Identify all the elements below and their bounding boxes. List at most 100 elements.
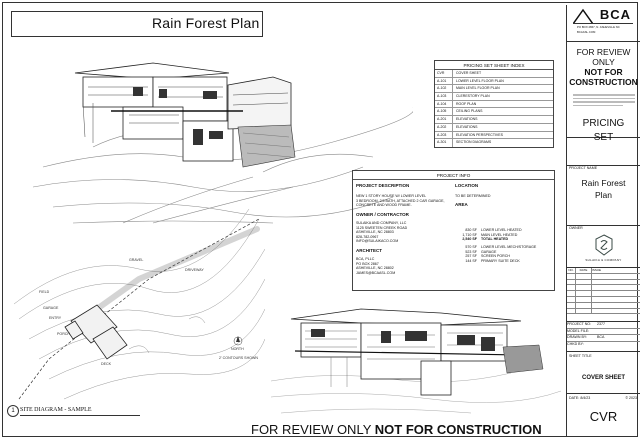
perspective-rendering-bottom: [271, 308, 561, 414]
review-line: CONSTRUCTION: [569, 77, 638, 87]
set-line: SET: [593, 132, 614, 143]
project-name-label: PROJECT NAME: [569, 166, 598, 170]
index-code: A-103: [435, 93, 453, 100]
index-name: MAIN LEVEL FLOOR PLAN: [456, 86, 500, 91]
review-line: NOT FOR: [584, 67, 623, 77]
owner-line: SULAIKA AND COMPANY, LLC: [356, 221, 407, 225]
area-label: LOWER LEVEL HEATED: [481, 228, 522, 232]
sheet-number: CVR: [589, 409, 618, 424]
perspective-rendering-top: [33, 62, 413, 224]
revision-row: [567, 279, 640, 286]
area-sf: 523 SF: [465, 249, 477, 254]
area-sf: 144 SF: [465, 258, 477, 263]
meta-label: CHKD BY:: [567, 341, 584, 346]
site-label: DRIVEWAY: [185, 268, 204, 272]
project-name-section: PROJECT NAME Rain Forest Plan: [567, 166, 640, 226]
sheet-title: Rain Forest Plan: [152, 15, 260, 31]
area-label: TOTAL HEATED: [481, 237, 509, 241]
meta-value: [597, 342, 640, 349]
revision-row: [567, 302, 640, 309]
index-code: A-301: [435, 139, 453, 147]
revision-header: NO. DATE ISSUE: [567, 268, 640, 274]
owner-section: OWNER SULAIKA & COMPANY: [567, 226, 640, 268]
index-code: A-104: [435, 100, 453, 108]
area-label: GARAGE: [481, 249, 497, 254]
sheet-index-title: PRICING SET SHEET INDEX: [435, 61, 553, 70]
diagram-underline: [20, 415, 140, 416]
meta-row: CHKD BY:: [567, 342, 640, 349]
logo-mark-icon: [573, 8, 593, 24]
area-sf: 570 SF: [465, 245, 477, 249]
owner-line: 828-782-0967: [356, 234, 379, 239]
sheet-title-label: SHEET TITLE: [569, 354, 592, 358]
review-line: FOR REVIEW: [576, 47, 631, 57]
logo-rule: [573, 23, 633, 24]
owner-logo-icon: [595, 234, 613, 256]
area-heading: AREA: [455, 202, 468, 207]
project-info-title: PROJECT INFO: [353, 171, 554, 180]
area-label: MAIN LEVEL HEATED: [481, 232, 518, 237]
project-description-heading: PROJECT DESCRIPTION: [356, 183, 410, 188]
index-name: CLERESTORY PLAN: [456, 94, 490, 99]
meta-label: PROJECT NO:: [567, 322, 592, 326]
area-label: SCREEN PORCH: [481, 254, 510, 258]
owner-line: ASHEVILLE, NC 28803: [356, 230, 394, 234]
project-info-box: PROJECT INFO PROJECT DESCRIPTION NEW 1 S…: [352, 170, 555, 291]
index-code: A-105: [435, 108, 453, 116]
index-name: COVER SHEET: [456, 71, 482, 75]
index-name: ELEVATIONS: [456, 117, 478, 122]
location-value: TO BE DETERMINED: [455, 194, 491, 198]
site-label: DECK: [101, 362, 112, 366]
index-code: A-201: [435, 116, 453, 123]
meta-value: BCA: [597, 335, 605, 339]
meta-label: MODEL FILE:: [567, 328, 590, 333]
area-sf: 257 SF: [465, 254, 477, 258]
project-description-line: 3 BEDROOM, 2.5 BATH, ATTACHED 2 CAR GARA…: [356, 198, 445, 203]
revision-row: [567, 308, 640, 315]
review-fine-print: [573, 94, 635, 108]
area-label: LOWER LEVEL MECH/STORAGE: [481, 245, 537, 249]
architect-line: JAMES@BCAASL.COM: [356, 270, 396, 275]
meta-row: PROJECT NO:2377: [567, 322, 640, 329]
index-name: SECTION DIAGRAMS: [456, 140, 492, 145]
architect-line: BCA, PLLC: [356, 257, 375, 261]
review-line: ONLY: [592, 57, 615, 67]
owner-heading: OWNER / CONTRACTOR: [356, 212, 409, 217]
owner-line: INFO@SULAIKACO.COM: [356, 239, 399, 243]
meta-row: DRAWN BY:BCA: [567, 335, 640, 342]
area-label: PRIMARY SUITE DECK: [481, 258, 520, 263]
architect-heading: ARCHITECT: [356, 248, 382, 253]
site-label: NORTH: [231, 347, 244, 351]
site-label: GARAGE: [43, 306, 59, 310]
index-name: CEILING PLANS: [456, 109, 483, 114]
diagram-number: 1: [7, 405, 19, 417]
site-label: FIELD: [39, 290, 50, 294]
company-logo: BCA: [599, 7, 631, 22]
revision-col: NO.: [567, 268, 576, 273]
meta-row: MODEL FILE:: [567, 328, 640, 335]
index-code: A-102: [435, 85, 453, 93]
site-label: ENTRY: [49, 316, 62, 320]
set-section: PRICING SET: [567, 118, 640, 166]
owner-label: OWNER: [569, 226, 583, 230]
architect-line: ASHEVILLE, NC 28802: [356, 266, 394, 270]
sheet-number-section: DATE: 8/4/23 © 2023 CVR: [567, 394, 640, 437]
area-sf: 830 SF: [465, 228, 477, 232]
sheet-title-box: Rain Forest Plan: [11, 11, 263, 37]
index-name: ROOF PLAN: [456, 101, 477, 106]
revision-col: ISSUE: [592, 268, 602, 272]
site-label: GRAVEL: [129, 258, 143, 262]
sheet-title-section: SHEET TITLE COVER SHEET: [567, 352, 640, 394]
architect-line: PO BOX 2867: [356, 261, 379, 266]
review-banner-emphasis: NOT FOR CONSTRUCTION: [374, 422, 542, 437]
